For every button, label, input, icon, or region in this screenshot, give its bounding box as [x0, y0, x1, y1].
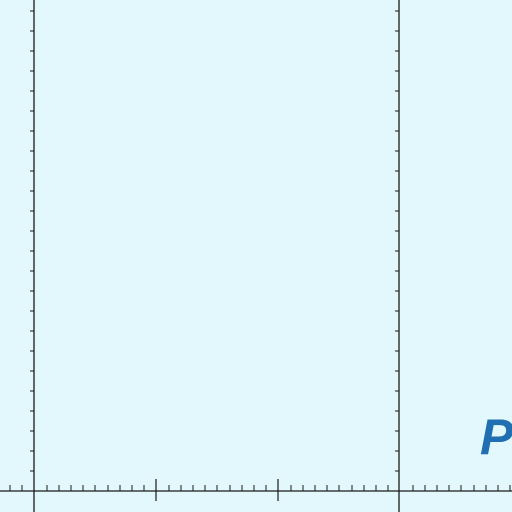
map-place-label: P: [480, 409, 512, 465]
